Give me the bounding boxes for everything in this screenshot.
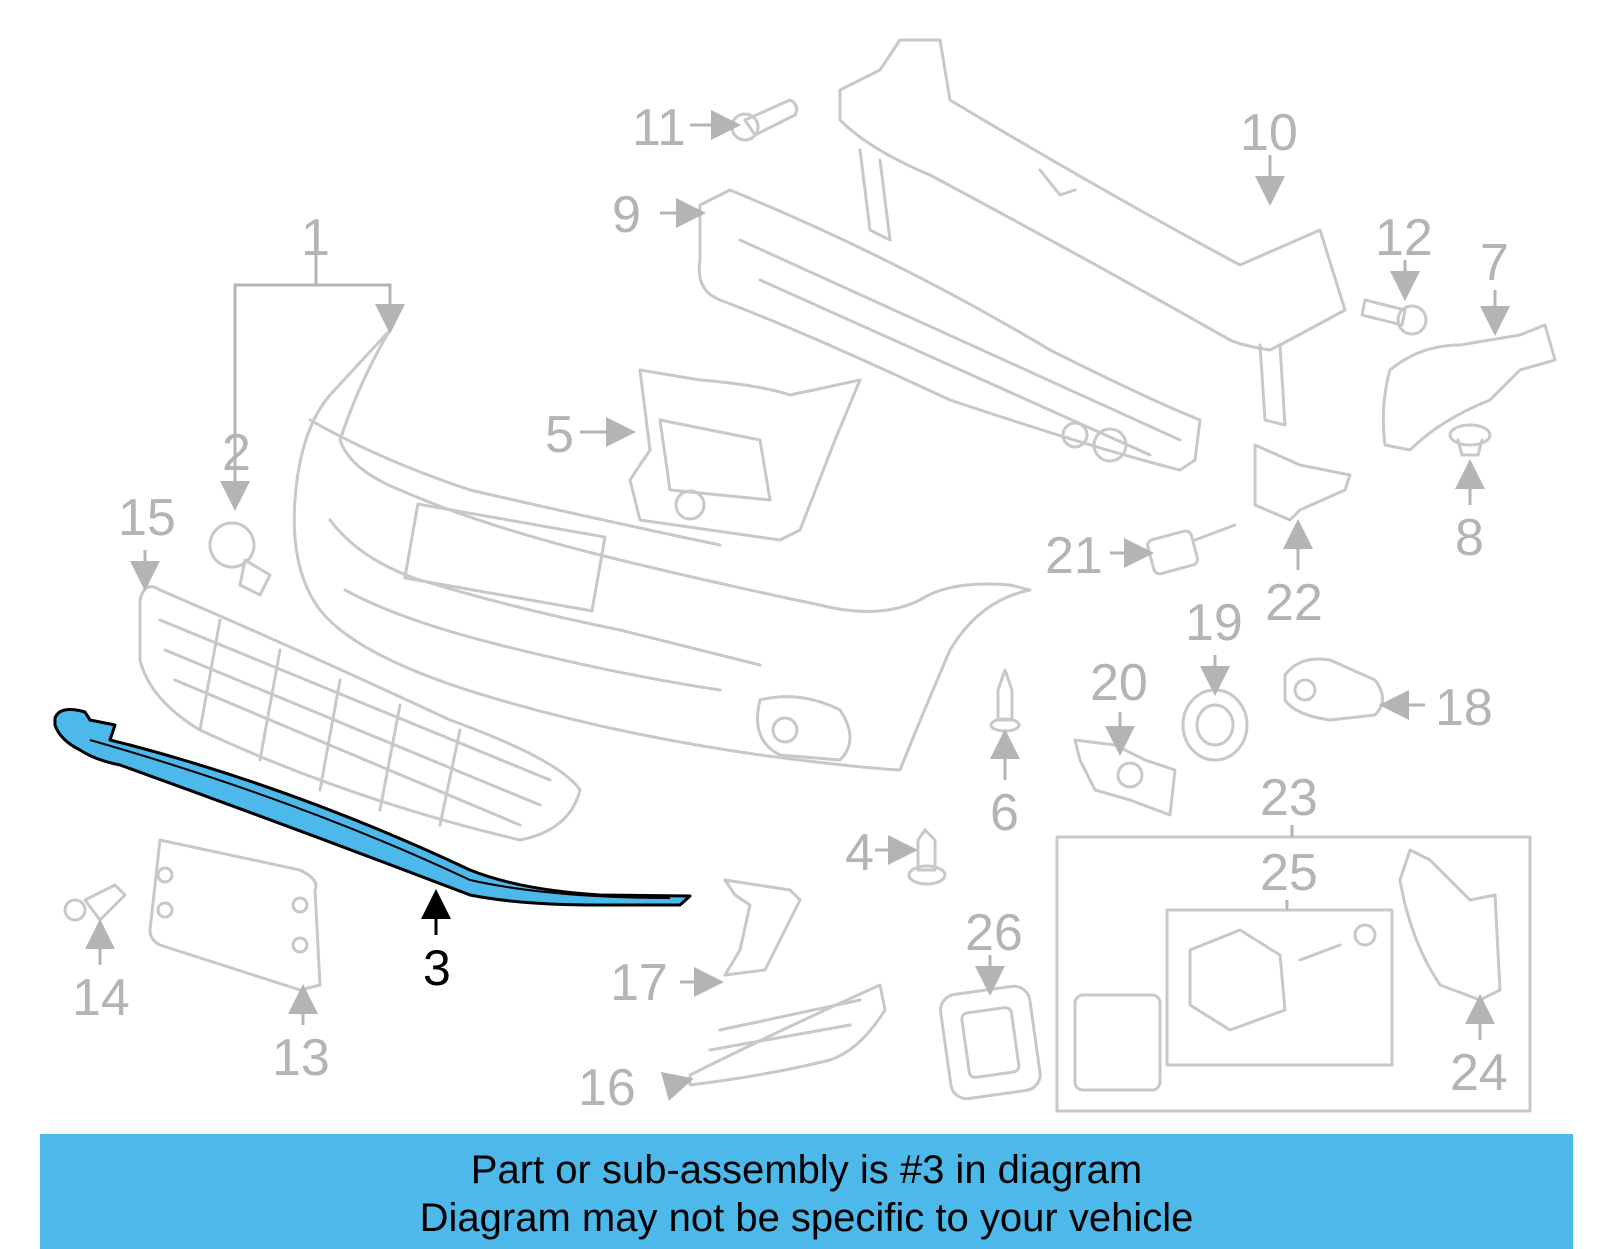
callout-2: 2 [222, 424, 251, 482]
sensor-21-part [1146, 523, 1237, 576]
bumper-cover-part [292, 328, 1032, 772]
banner-line-1: Part or sub-assembly is #3 in diagram [470, 1148, 1143, 1192]
callout-11: 11 [632, 99, 686, 157]
callout-15: 15 [118, 489, 176, 547]
callout-4: 4 [845, 824, 874, 882]
bracket-22-part [1253, 443, 1352, 522]
callout-13: 13 [272, 1029, 330, 1087]
callout-16: 16 [578, 1059, 636, 1117]
push-pin-4-part [907, 828, 947, 886]
reinforcement-bar-part [838, 38, 1347, 427]
push-pin-6-part [989, 668, 1021, 733]
callout-10: 10 [1240, 104, 1298, 162]
callout-17: 17 [610, 954, 668, 1012]
energy-absorber-part [697, 188, 1202, 472]
trim-26-part [939, 984, 1042, 1101]
bracket-5-part [628, 368, 862, 542]
callout-21: 21 [1045, 527, 1103, 585]
banner-line-2: Diagram may not be specific to your vehi… [419, 1196, 1194, 1240]
tow-hook-cap-part [208, 521, 272, 597]
bracket-17-part [723, 878, 802, 977]
callout-9: 9 [612, 186, 641, 244]
callout-24: 24 [1450, 1044, 1508, 1102]
callout-23: 23 [1260, 769, 1318, 827]
license-bracket-13-part [148, 838, 322, 992]
ring-19-part [1181, 688, 1249, 762]
clip-8-part [1448, 423, 1492, 457]
bolt-11-part [730, 98, 799, 142]
bolt-12-part [1360, 298, 1428, 336]
mount-20-part [1073, 738, 1177, 817]
callout-1: 1 [301, 209, 330, 267]
callout-18: 18 [1435, 679, 1493, 737]
side-bracket-7-part [1381, 323, 1557, 452]
callout-numbers: 1 2 3 4 5 6 7 8 9 10 11 12 13 14 15 16 1… [72, 99, 1509, 1117]
callout-26: 26 [965, 904, 1023, 962]
lower-grille-part [138, 585, 582, 842]
info-banner: Part or sub-assembly is #3 in diagram Di… [40, 1134, 1573, 1249]
spoiler-highlighted-part [53, 708, 692, 907]
callout-22: 22 [1265, 574, 1323, 632]
callout-7: 7 [1480, 234, 1509, 292]
leader-lines [85, 110, 1510, 1101]
callout-19: 19 [1185, 594, 1243, 652]
callout-25: 25 [1260, 844, 1318, 902]
callout-3: 3 [423, 940, 451, 996]
callout-5: 5 [545, 406, 574, 464]
clip-14-part [63, 883, 127, 922]
grille-insert-16-part [688, 983, 887, 1087]
callout-8: 8 [1455, 509, 1484, 567]
callout-14: 14 [72, 969, 130, 1027]
callout-12: 12 [1375, 209, 1433, 267]
callout-6: 6 [990, 784, 1019, 842]
callout-20: 20 [1090, 654, 1148, 712]
sensor-18-part [1283, 657, 1384, 722]
